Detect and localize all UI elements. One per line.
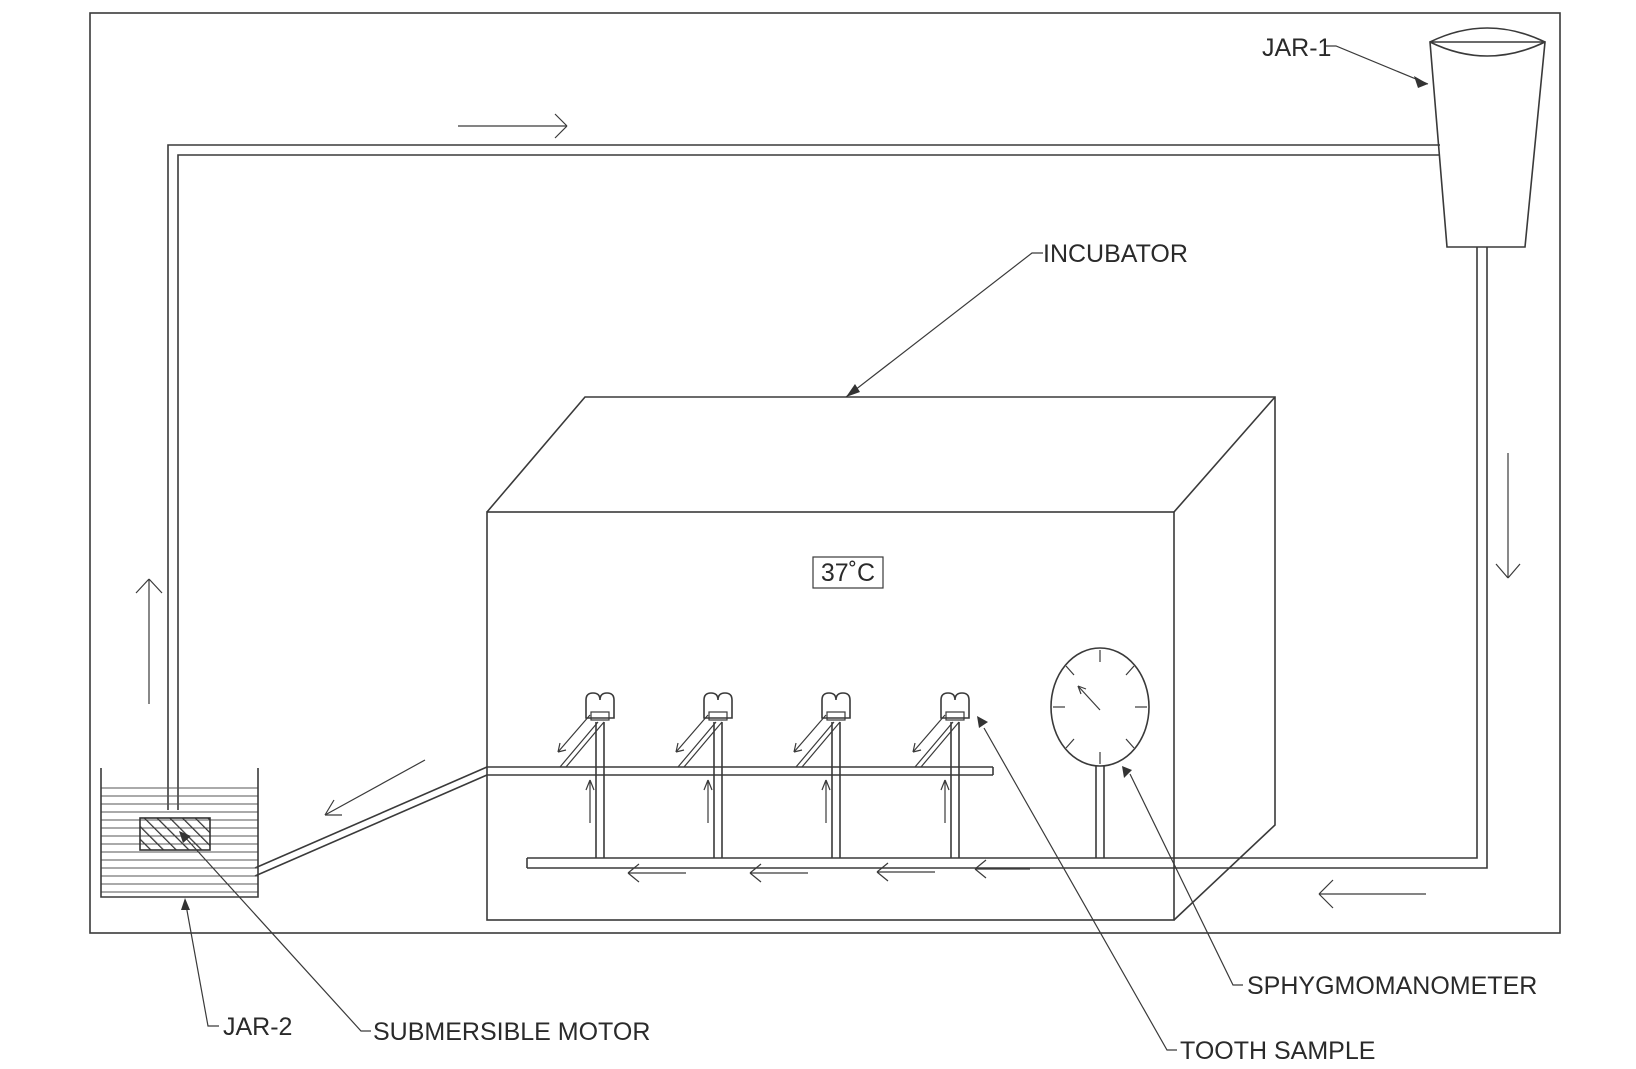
arrow-left-icon [627, 863, 686, 883]
tooth-sample-label: TOOTH SAMPLE [1180, 1037, 1375, 1065]
arrow-down-icon [1495, 453, 1521, 579]
sphygmomanometer [1050, 647, 1150, 858]
arrow-down-left-icon [324, 759, 426, 816]
temperature-box [812, 556, 884, 589]
flow-arrows [135, 113, 1521, 909]
submersible-motor-label: SUBMERSIBLE MOTOR [373, 1018, 650, 1046]
jar-1 [1429, 27, 1546, 248]
incubator-label: INCUBATOR [1043, 240, 1188, 268]
tooth-sample-icon [940, 692, 970, 719]
arrow-left-icon [749, 863, 808, 883]
tooth-sample-icon [585, 692, 615, 719]
jar-1-label: JAR-1 [1262, 34, 1331, 62]
supply-tube [526, 247, 1488, 869]
tooth-sample-icon [821, 692, 851, 719]
tooth-sample-icon [703, 692, 733, 719]
leader-lines [179, 45, 1429, 1051]
tooth-station-1 [557, 692, 615, 858]
arrow-left-icon [974, 859, 1030, 879]
temperature-label: 37˚C [821, 559, 875, 587]
arrow-right-icon [458, 113, 568, 139]
manifold-rail [487, 766, 994, 776]
submersible-motor [139, 817, 211, 851]
outlet-tube [254, 766, 488, 877]
outer-frame [89, 12, 1561, 934]
jar-2 [100, 768, 259, 898]
arrow-left-icon [876, 862, 935, 882]
jar-2-label: JAR-2 [223, 1013, 292, 1041]
sphygmomanometer-label: SPHYGMOMANOMETER [1247, 972, 1537, 1000]
tooth-station-2 [675, 692, 733, 858]
arrow-left-icon [1318, 879, 1426, 909]
return-tube [167, 144, 1440, 810]
gauge-needle [1077, 685, 1101, 711]
tooth-station-3 [793, 692, 851, 858]
incubator [486, 396, 1276, 921]
tooth-station-4 [912, 692, 970, 858]
arrow-up-icon [135, 578, 163, 704]
